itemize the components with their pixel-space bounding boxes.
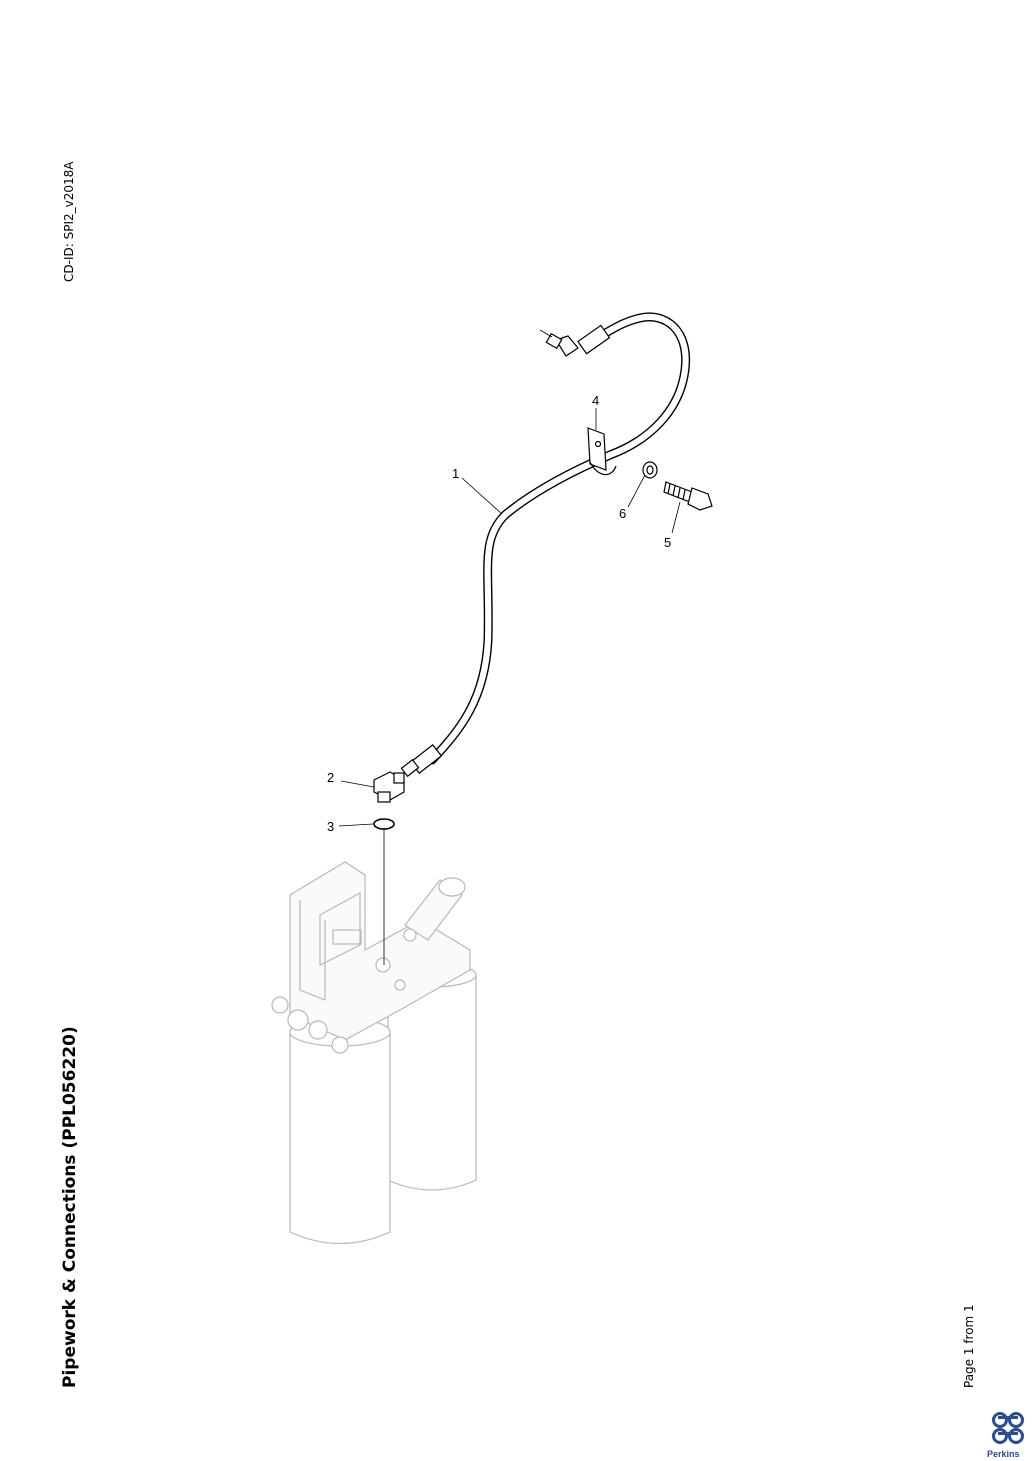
callout-1: 1 [452,466,459,481]
o-ring [373,818,395,830]
washer [642,461,658,479]
perkins-logo-icon [992,1412,1024,1444]
callout-4: 4 [592,393,599,408]
bolt [663,481,713,511]
callout-leaders [338,408,681,827]
callout-6: 6 [619,506,626,521]
perkins-logo-wordmark: Perkins [987,1449,1020,1459]
callout-3: 3 [327,819,334,834]
callout-2: 2 [327,770,334,785]
filter-housing [271,861,477,1245]
callout-5: 5 [664,535,671,550]
pipe-assembly [400,312,691,778]
pipe-clip [587,427,617,476]
elbow-fitting [373,771,405,803]
